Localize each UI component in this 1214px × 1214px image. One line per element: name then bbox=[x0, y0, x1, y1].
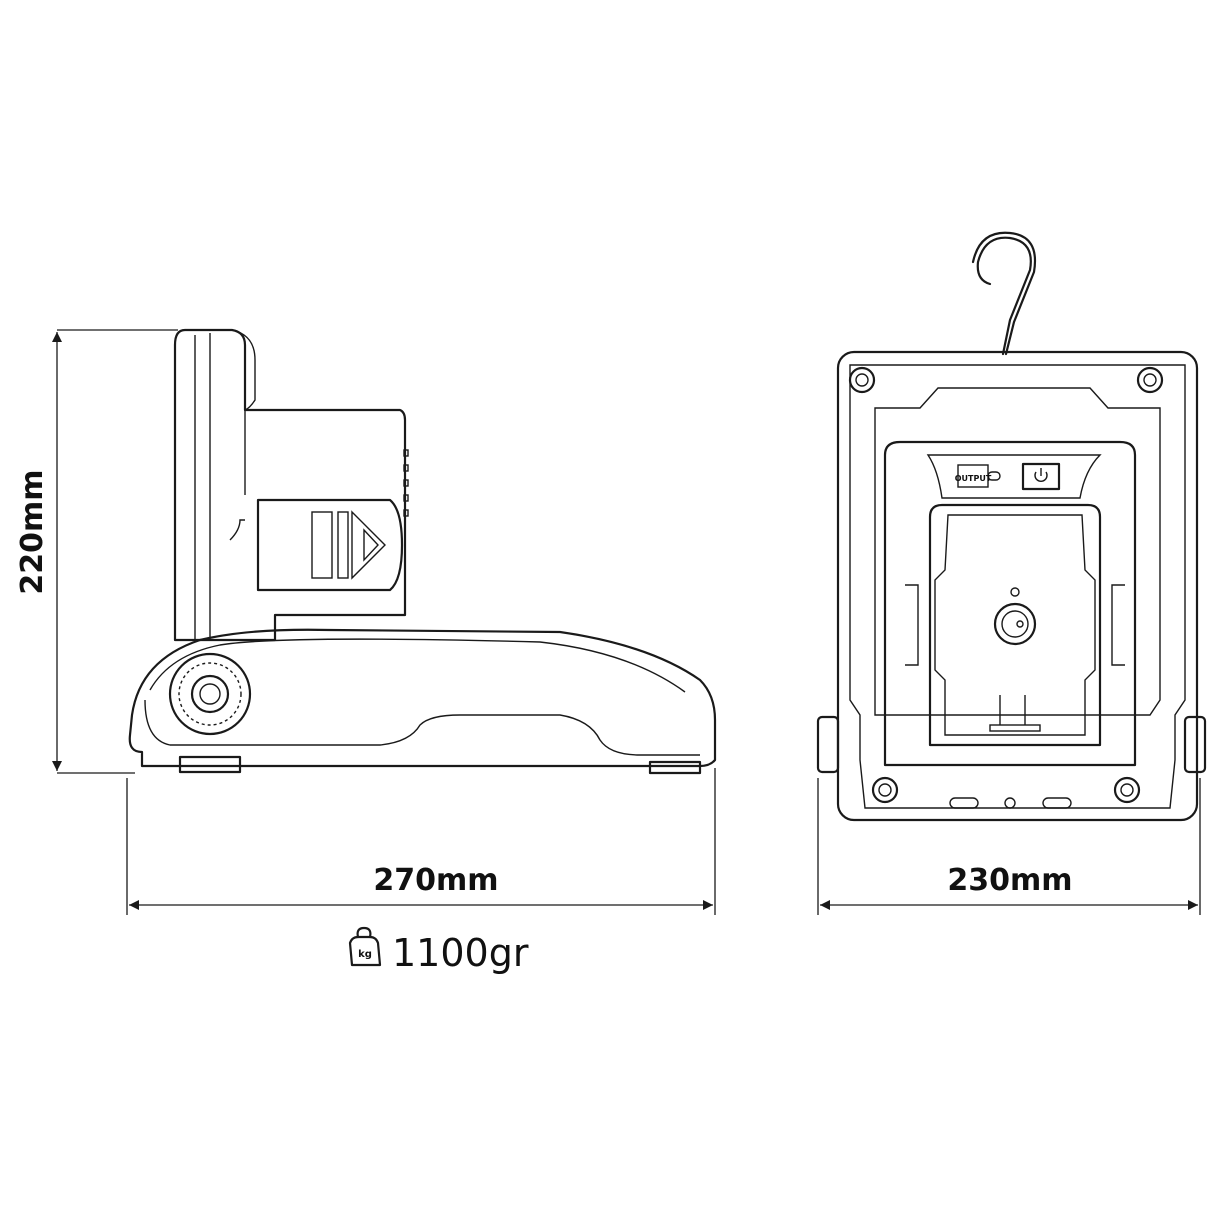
right-knob[interactable] bbox=[1183, 715, 1207, 774]
front-view: OUTPUT bbox=[816, 231, 1207, 822]
width-dimension: 230mm bbox=[817, 778, 1201, 915]
svg-text:kg: kg bbox=[358, 949, 372, 960]
height-label: 220mm bbox=[15, 469, 50, 594]
width-label: 230mm bbox=[947, 863, 1072, 898]
output-indicator: OUTPUT bbox=[955, 464, 1001, 488]
screws bbox=[848, 366, 1164, 804]
clamp-latch[interactable] bbox=[256, 498, 404, 592]
power-button[interactable] bbox=[1021, 462, 1061, 491]
height-dimension: 220mm bbox=[15, 329, 178, 774]
battery-slot bbox=[905, 503, 1125, 747]
power-icon bbox=[1034, 468, 1048, 482]
adjustment-knob[interactable] bbox=[168, 652, 252, 736]
kg-weight-icon: kg bbox=[348, 926, 382, 967]
svg-text:OUTPUT: OUTPUT bbox=[955, 474, 992, 483]
depth-dimension: 270mm bbox=[126, 768, 716, 915]
side-vents bbox=[403, 449, 409, 517]
weight-indicator: kg 1100gr bbox=[348, 926, 529, 975]
side-view bbox=[128, 328, 717, 775]
weight-value: 1100gr bbox=[392, 931, 529, 975]
depth-label: 270mm bbox=[373, 863, 498, 898]
bottom-slots bbox=[949, 797, 1072, 809]
left-knob[interactable] bbox=[816, 715, 840, 774]
hanging-hook bbox=[976, 236, 1032, 356]
